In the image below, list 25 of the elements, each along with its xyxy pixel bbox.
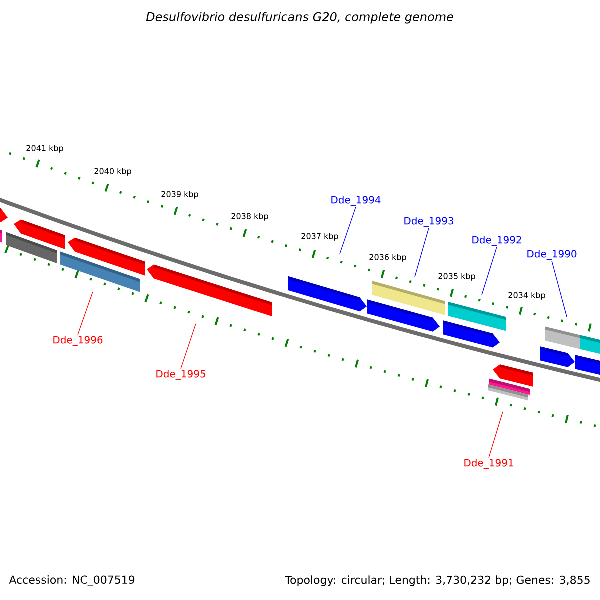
scale-label: 2041 kbp: [26, 145, 64, 153]
leader-line: [552, 260, 568, 318]
leader-line: [488, 412, 504, 458]
scale-label: 2040 kbp: [94, 168, 132, 176]
gene-label: Dde_1996: [54, 336, 103, 346]
leader-line: [78, 292, 94, 336]
gene-label: Dde_1990: [528, 250, 577, 260]
scale-label: 2037 kbp: [302, 233, 338, 241]
leader-line: [482, 246, 498, 296]
gene-label: Dde_1993: [404, 217, 454, 227]
gene-label: Dde_1994: [332, 196, 381, 206]
scale-label: 2034 kbp: [508, 292, 546, 300]
scale-label: 2038 kbp: [232, 213, 268, 221]
scale-label: 2035 kbp: [438, 273, 476, 281]
accession-text: Accession: NC_007519: [9, 576, 135, 586]
gene-label: Dde_1995: [156, 370, 206, 380]
leader-line: [180, 324, 196, 370]
gene-label: Dde_1991: [464, 459, 514, 469]
title: Desulfovibrio desulfuricans G20, complete genome: [146, 12, 454, 24]
scale-label: 2039 kbp: [162, 191, 198, 199]
leader-line: [340, 206, 356, 254]
genome-info-text: Topology: circular; Length: 3,730,232 bp; Genes: 3,855: [285, 576, 590, 586]
scale-label: 2036 kbp: [370, 254, 406, 262]
gene-label: Dde_1992: [472, 236, 522, 246]
leader-line: [414, 228, 430, 278]
